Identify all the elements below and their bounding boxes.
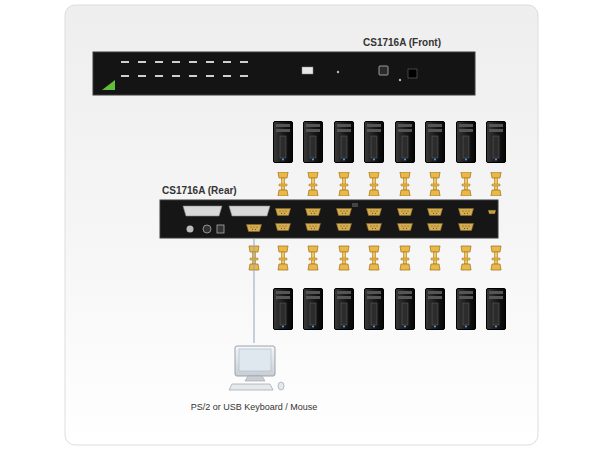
computer-row-top bbox=[274, 122, 506, 163]
rear-unit-node: CS1716A (Rear) bbox=[160, 200, 498, 238]
cable-row-bottom bbox=[249, 246, 501, 270]
kvm-cable bbox=[339, 172, 349, 196]
console-pc bbox=[229, 346, 284, 390]
kvm-cable bbox=[278, 246, 288, 270]
cable-row-top bbox=[278, 172, 501, 196]
indicator-dot bbox=[399, 79, 401, 81]
kvm-cable bbox=[461, 246, 471, 270]
ps2-port bbox=[203, 225, 211, 233]
brand-mark bbox=[102, 80, 115, 90]
computer-tower bbox=[396, 289, 415, 330]
computer-tower bbox=[274, 122, 293, 163]
kvm-cable bbox=[400, 172, 410, 196]
computer-tower bbox=[457, 122, 476, 163]
kvm-cable bbox=[369, 246, 379, 270]
kvm-cable bbox=[491, 172, 501, 196]
rear-unit bbox=[160, 200, 498, 238]
kvm-cable bbox=[308, 172, 318, 196]
computer-tower bbox=[426, 122, 445, 163]
computer-tower bbox=[304, 289, 323, 330]
ground-screw bbox=[187, 226, 194, 233]
rear-housing bbox=[160, 200, 498, 238]
power-jack bbox=[217, 225, 224, 233]
firmware-port bbox=[352, 203, 358, 207]
kvm-cable bbox=[461, 172, 471, 196]
monitor-stand bbox=[245, 376, 265, 381]
kvm-cable bbox=[369, 172, 379, 196]
power-button bbox=[408, 69, 417, 78]
usb-b-port bbox=[379, 66, 388, 75]
computer-tower bbox=[487, 289, 506, 330]
kvm-cable bbox=[278, 172, 288, 196]
kvm-cable bbox=[430, 172, 440, 196]
kvm-cable bbox=[339, 246, 349, 270]
device-label: PS/2 or USB Keyboard / Mouse bbox=[175, 402, 333, 413]
computer-tower bbox=[335, 289, 354, 330]
console-cable-line bbox=[254, 238, 255, 343]
kvm-cable bbox=[308, 246, 318, 270]
console-port bbox=[247, 225, 262, 232]
computer-tower bbox=[365, 122, 384, 163]
kvm-cable bbox=[430, 246, 440, 270]
mouse bbox=[278, 382, 284, 390]
port-leds bbox=[121, 62, 248, 76]
computer-tower bbox=[396, 122, 415, 163]
computer-tower bbox=[304, 122, 323, 163]
computer-tower bbox=[365, 289, 384, 330]
computer-tower bbox=[487, 122, 506, 163]
unit-label: CS1716A (Front) bbox=[363, 37, 441, 49]
chain-port bbox=[229, 206, 270, 216]
unit-label: CS1716A (Rear) bbox=[162, 185, 237, 197]
background-panel bbox=[65, 5, 538, 445]
kvm-cable bbox=[491, 246, 501, 270]
indicator-dot bbox=[337, 71, 339, 73]
cpu-ports bbox=[276, 209, 496, 231]
monitor-screen bbox=[239, 349, 271, 371]
computer-row-bottom bbox=[274, 289, 506, 330]
monitor bbox=[235, 346, 275, 376]
front-housing bbox=[93, 52, 475, 95]
kvm-cable bbox=[400, 246, 410, 270]
console-node: PS/2 or USB Keyboard / Mouse bbox=[175, 343, 333, 413]
computer-tower bbox=[274, 289, 293, 330]
usb-port bbox=[302, 67, 313, 74]
front-unit-node: CS1716A (Front) bbox=[93, 52, 475, 95]
computer-tower bbox=[457, 289, 476, 330]
chain-port bbox=[183, 206, 222, 216]
keyboard bbox=[229, 384, 273, 390]
front-unit bbox=[93, 52, 475, 95]
computer-tower bbox=[335, 122, 354, 163]
computer-tower bbox=[426, 289, 445, 330]
